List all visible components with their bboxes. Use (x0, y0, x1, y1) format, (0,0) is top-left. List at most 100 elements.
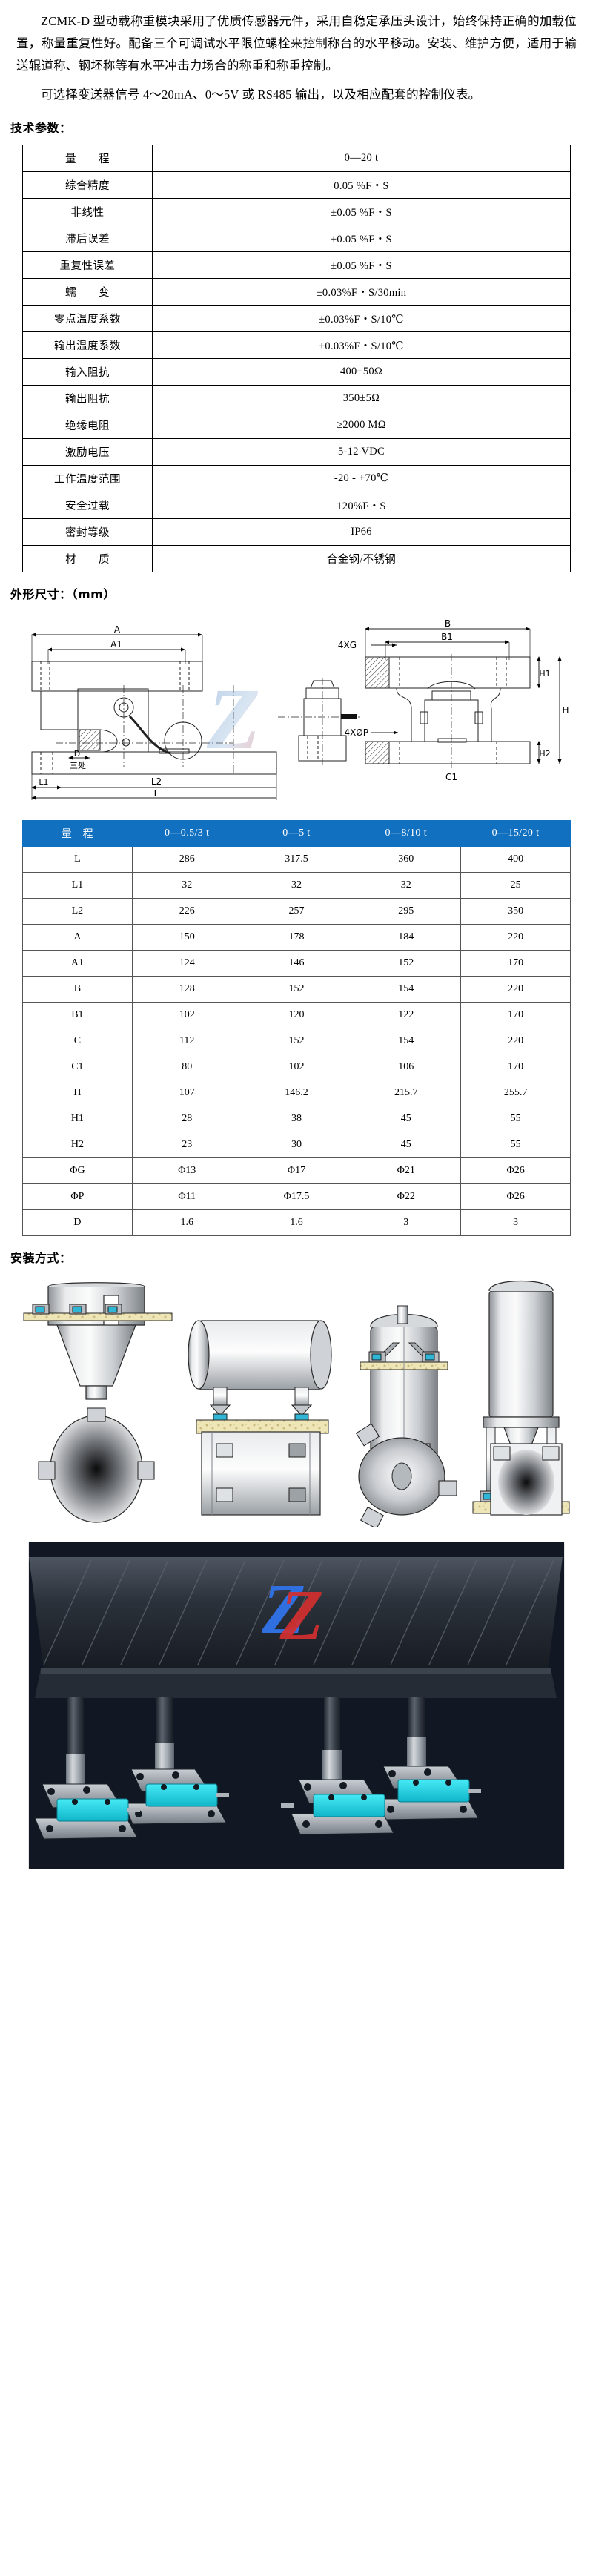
watermark-letter: Z (206, 670, 260, 767)
dim-label-h: H (562, 705, 569, 716)
tech-params-heading: 技术参数： (10, 121, 72, 135)
dimension-cell: 45 (351, 1132, 462, 1158)
dimension-cell: 255.7 (460, 1080, 571, 1106)
dimension-cell: 55 (460, 1106, 571, 1132)
dimension-cell: 102 (241, 1054, 352, 1080)
spec-value: ±0.05 %F・S (152, 225, 571, 252)
spec-label: 激励电压 (22, 438, 153, 466)
spec-table-row: 重复性误差±0.05 %F・S (22, 251, 571, 279)
install-diagram-silo-plan (490, 1443, 563, 1516)
dimension-drawing: Z A A1 B B1 C1 D 三处 H H1 H2 L L1 L2 4XG … (11, 611, 582, 804)
dimension-cell: 32 (351, 872, 462, 899)
dimension-cell: 257 (241, 898, 352, 925)
dimension-cell: 400 (460, 846, 571, 873)
dimensions-heading: 外形尺寸：（mm） (10, 587, 116, 601)
dimension-cell: Φ17 (241, 1157, 352, 1184)
spec-label: 工作温度范围 (22, 465, 153, 492)
dimension-row-label: L2 (22, 898, 133, 925)
dimension-cell: Φ11 (131, 1183, 242, 1210)
dimension-cell: 152 (241, 1028, 352, 1054)
dimension-cell: 215.7 (351, 1080, 462, 1106)
spec-table-row: 零点温度系数±0.03%F・S/10℃ (22, 305, 571, 332)
weighing-module-rear-left (123, 1697, 229, 1825)
dimension-row-label: H2 (22, 1132, 133, 1158)
dimension-cell: 112 (131, 1028, 242, 1054)
dimension-cell: 146.2 (241, 1080, 352, 1106)
intro-paragraph-1: ZCMK-D 型动载称重模块采用了优质传感器元件，采用自稳定承压头设计，始终保持… (16, 14, 577, 73)
dimension-row-label: B (22, 976, 133, 1003)
dimension-row-label: L1 (22, 872, 133, 899)
spec-table-row: 绝缘电阻≥2000 MΩ (22, 412, 571, 439)
product-photo: Z Z (28, 1542, 565, 1869)
dimension-cell: 152 (351, 950, 462, 977)
dimension-table-header-cell: 0—0.5/3 t (131, 820, 242, 847)
spec-value: ±0.03%F・S/10℃ (152, 305, 571, 332)
dimension-cell: 178 (241, 924, 352, 951)
dimension-table-header-cell: 量 程 (22, 820, 133, 847)
spec-table-row: 工作温度范围-20 - +70℃ (22, 465, 571, 492)
intro-section: ZCMK-D 型动载称重模块采用了优质传感器元件，采用自稳定承压头设计，始终保持… (0, 0, 593, 106)
dimension-cell: 146 (241, 950, 352, 977)
dimension-cell: 220 (460, 976, 571, 1003)
dimension-cell: Φ26 (460, 1157, 571, 1184)
dimension-cell: 122 (351, 1002, 462, 1028)
dim-label-l: L (154, 788, 159, 799)
spec-label: 绝缘电阻 (22, 412, 153, 439)
intro-paragraph-2: 可选择变送器信号 4～20mA、0～5V 或 RS485 输出，以及相应配套的控… (41, 87, 481, 102)
dimension-cell: Φ26 (460, 1183, 571, 1210)
dimension-cell: Φ22 (351, 1183, 462, 1210)
weighing-module-front-left (34, 1697, 140, 1840)
spec-value: ±0.03%F・S/10℃ (152, 331, 571, 359)
spec-value: 0.05 %F・S (152, 171, 571, 199)
dimension-cell: Φ21 (351, 1157, 462, 1184)
dim-label-b1: B1 (441, 632, 453, 642)
install-diagram-hopper-plan (38, 1407, 155, 1523)
dimension-row-label: L (22, 846, 133, 873)
dimension-cell: 107 (131, 1080, 242, 1106)
dimension-cell: 80 (131, 1054, 242, 1080)
spec-label: 材 质 (22, 545, 153, 572)
dimension-row-label: H1 (22, 1106, 133, 1132)
spec-value: ±0.05 %F・S (152, 251, 571, 279)
spec-label: 输出阻抗 (22, 385, 153, 412)
spec-label: 非线性 (22, 198, 153, 225)
dimension-cell: 45 (351, 1106, 462, 1132)
weighing-module-front-right (281, 1697, 394, 1835)
dim-label-4xp: 4XØP (344, 727, 368, 738)
dim-label-4xg: 4XG (338, 640, 357, 650)
dimension-row-label: C1 (22, 1054, 133, 1080)
dimension-cell: 350 (460, 898, 571, 925)
dimension-cell: 150 (131, 924, 242, 951)
dim-label-h2: H2 (539, 749, 550, 759)
spec-label: 重复性误差 (22, 251, 153, 279)
install-diagram-horizontal-tank-side (188, 1320, 332, 1434)
deck-logo: Z Z (262, 1569, 324, 1654)
dim-label-h1: H1 (539, 669, 550, 678)
dimension-row-label: A1 (22, 950, 133, 977)
dimension-cell: 25 (460, 872, 571, 899)
dimension-cell: 3 (460, 1209, 571, 1236)
dim-label-c1: C1 (445, 772, 457, 782)
dimension-cell: 38 (241, 1106, 352, 1132)
dimension-cell: 170 (460, 1054, 571, 1080)
dimension-cell: 170 (460, 950, 571, 977)
spec-value: ±0.03%F・S/30min (152, 278, 571, 306)
